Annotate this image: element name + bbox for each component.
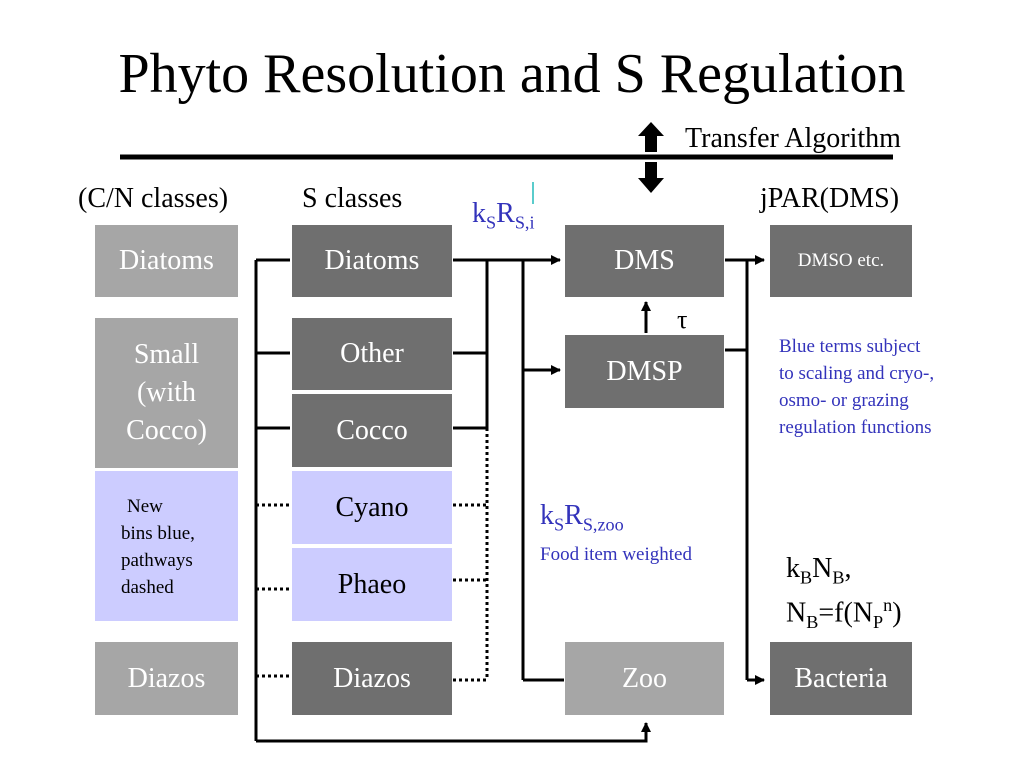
s-phaeo-box: Phaeo xyxy=(292,548,452,621)
new-bins-line2: bins blue, xyxy=(121,523,195,544)
s-diatoms-box: Diatoms xyxy=(292,225,452,297)
blue-note-line2: to scaling and cryo-, xyxy=(779,363,935,384)
cn-new-bins-box: New bins blue, pathways dashed xyxy=(95,471,238,621)
page-title: Phyto Resolution and S Regulation xyxy=(118,43,906,105)
dmsp-box: DMSP xyxy=(565,335,724,408)
cn-small-box: Small (with Cocco) xyxy=(95,318,238,468)
nb-formula: NB=f(NPn) xyxy=(786,595,902,632)
dms-box: DMS xyxy=(565,225,724,297)
dmso-box: DMSO etc. xyxy=(770,225,912,297)
food-item-label: Food item weighted xyxy=(540,544,692,565)
blue-note-line4: regulation functions xyxy=(779,417,932,438)
cn-small-line1: Small xyxy=(133,339,200,370)
cn-diatoms-box: Diatoms xyxy=(95,225,238,297)
s-cocco-box: Cocco xyxy=(292,394,452,467)
s-classes-header: S classes xyxy=(302,183,403,214)
s-class-collector xyxy=(453,255,564,682)
new-bins-line1: New xyxy=(127,496,163,517)
cn-small-line3: Cocco) xyxy=(126,415,207,446)
jpar-header: jPAR(DMS) xyxy=(760,183,900,214)
bacteria-box: Bacteria xyxy=(770,642,912,715)
blue-terms-note: Blue terms subject to scaling and cryo-,… xyxy=(779,333,934,441)
tau-label: τ xyxy=(677,305,688,334)
blue-note-line3: osmo- or grazing xyxy=(779,390,909,411)
left-bracket xyxy=(254,258,651,743)
s-diazos-box: Diazos xyxy=(292,642,452,715)
transfer-algorithm-label: Transfer Algorithm xyxy=(685,123,901,154)
cn-small-line2: (with xyxy=(136,377,197,408)
left-dashed-links xyxy=(256,503,290,678)
transfer-down-arrow xyxy=(638,162,664,193)
zoo-box: Zoo xyxy=(565,642,724,715)
cn-diazos-box: Diazos xyxy=(95,642,238,715)
ksrszoo-formula: kSRS,zoo xyxy=(540,500,624,535)
s-cyano-box: Cyano xyxy=(292,471,452,544)
ksrsi-formula: kSRS,i xyxy=(472,198,535,233)
blue-note-line1: Blue terms subject xyxy=(779,336,921,357)
new-bins-line4: dashed xyxy=(121,577,174,598)
s-class-dashed-collector xyxy=(453,428,489,682)
transfer-up-arrow xyxy=(638,122,664,152)
s-other-box: Other xyxy=(292,318,452,390)
right-links xyxy=(725,255,765,685)
kbnb-formula: kBNB, xyxy=(786,553,852,588)
cn-classes-header: (C/N classes) xyxy=(78,183,229,214)
new-bins-line3: pathways xyxy=(121,550,193,571)
